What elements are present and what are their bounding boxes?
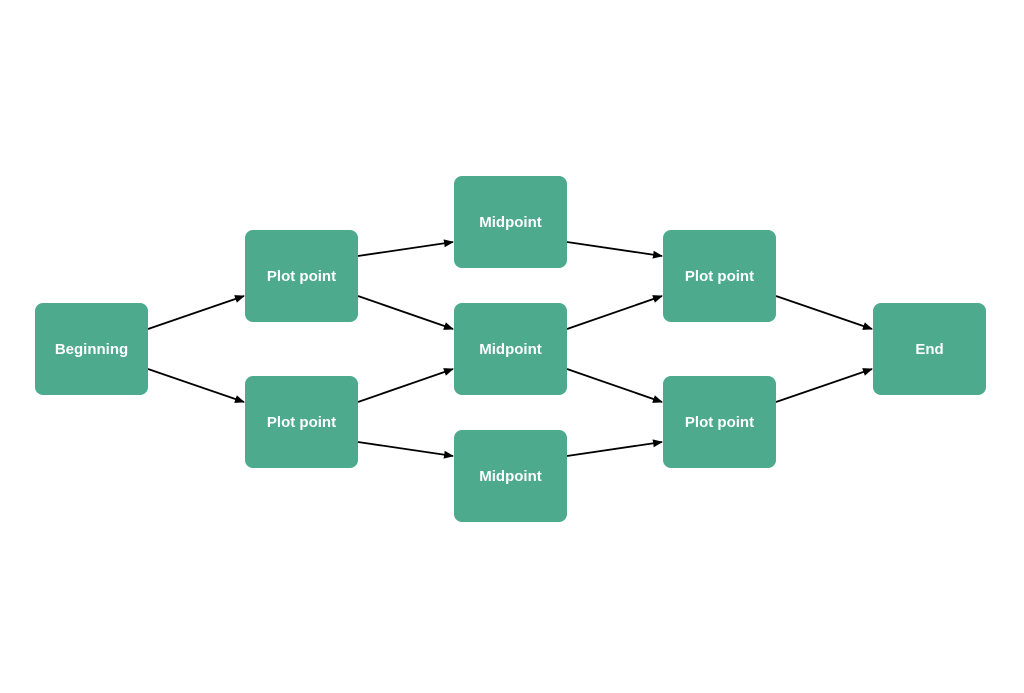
edge-mid-center-to-plot-b-bottom [566,368,663,403]
edge-plot-a-top-to-mid-top [357,239,454,257]
node-plot-point: Plot point [663,376,776,468]
edge-mid-bottom-to-plot-b-bottom [566,439,663,457]
edge-plot-a-bottom-to-mid-center [357,368,454,403]
edge-mid-center-to-plot-b-top [566,295,663,330]
edge-plot-b-top-to-end [775,295,873,330]
node-label: Plot point [684,413,755,431]
node-label: Plot point [266,413,337,431]
node-plot-point: Plot point [663,230,776,322]
node-plot-point: Plot point [245,230,358,322]
node-label: Plot point [266,267,337,285]
node-label: Midpoint [479,340,542,358]
node-beginning: Beginning [35,303,148,395]
node-label: Midpoint [479,467,542,485]
edge-beginning-to-plot-a-bottom [147,368,245,403]
node-label: End [915,340,944,358]
node-label: Beginning [54,340,129,358]
node-midpoint: Midpoint [454,303,567,395]
edge-plot-a-top-to-mid-center [357,295,454,330]
edge-beginning-to-plot-a-top [147,295,245,330]
node-midpoint: Midpoint [454,430,567,522]
node-midpoint: Midpoint [454,176,567,268]
edge-mid-top-to-plot-b-top [566,241,663,259]
node-label: Midpoint [479,213,542,231]
node-end: End [873,303,986,395]
node-plot-point: Plot point [245,376,358,468]
node-label: Plot point [684,267,755,285]
edge-plot-b-bottom-to-end [775,368,873,403]
edge-plot-a-bottom-to-mid-bottom [357,441,454,459]
